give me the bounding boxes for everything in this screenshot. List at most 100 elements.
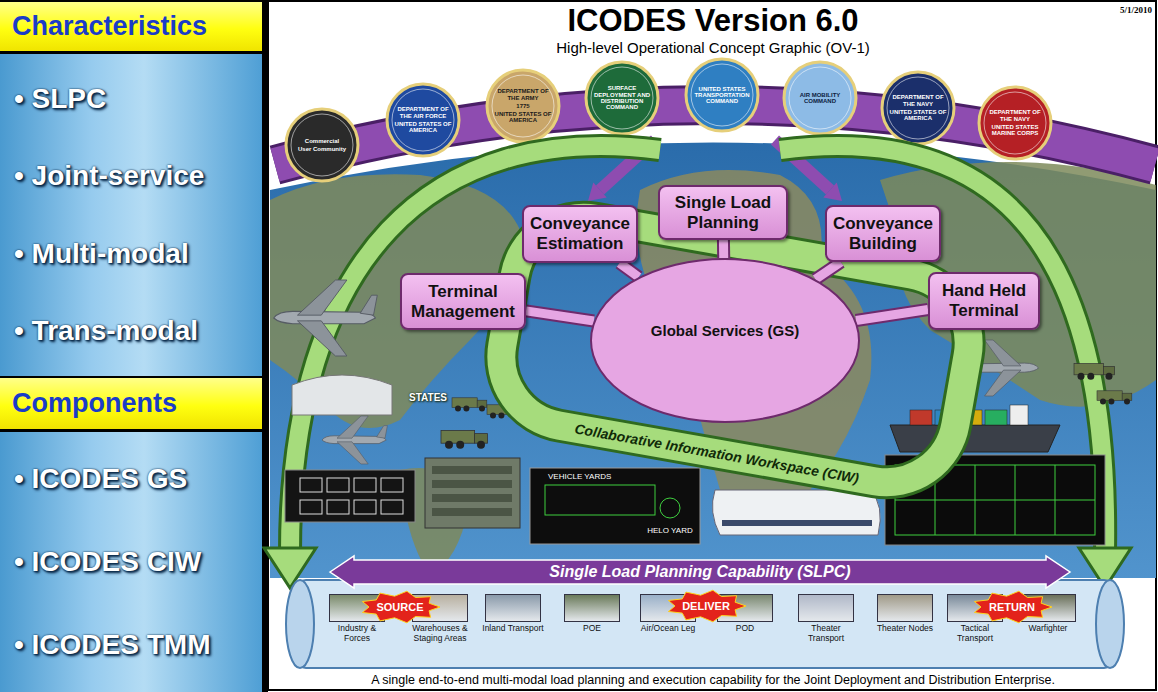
stage-node: POE	[559, 594, 625, 668]
stage-caption: Air/Ocean Leg	[641, 624, 695, 634]
module-label: Conveyance Estimation	[530, 214, 630, 253]
services-dome: Global Services (GS)	[590, 258, 860, 423]
map-label: VEHICLE YARDS	[548, 472, 638, 482]
star-burst: RETURN	[972, 591, 1052, 623]
stage-marker: RETURN	[972, 591, 1052, 623]
module-label: Conveyance Building	[833, 214, 933, 253]
section-header: Characteristics	[0, 0, 262, 54]
stage-caption: Warehouses & Staging Areas	[407, 624, 473, 643]
bullet-item: • ICODES GS	[14, 463, 254, 495]
section-header: Components	[0, 376, 262, 432]
star-burst: SOURCE	[360, 591, 440, 623]
seal-label: 1775	[494, 103, 552, 109]
stage-node: Theater Transport	[793, 594, 859, 668]
connector-bar	[856, 310, 928, 321]
stage-node: Inland Transport	[480, 594, 546, 668]
bullet-panel: • ICODES GS• ICODES CIW• ICODES TMM	[0, 432, 262, 692]
capability-arrow: Single Load Planning Capability (SLPC)	[330, 556, 1070, 588]
label-holder: VEHICLE YARDS	[548, 472, 638, 482]
seal-label: DEPARTMENT OF THE NAVY	[986, 109, 1044, 122]
connector-outline	[717, 240, 730, 258]
module-box: Conveyance Estimation	[522, 205, 638, 263]
stage-caption: POE	[583, 624, 601, 634]
module-box: Single Load Planning	[658, 185, 788, 240]
bullet-item: • Trans-modal	[14, 315, 254, 347]
caption-block: A single end-to-end multi-modal load pla…	[268, 671, 1158, 689]
seal-text: DEPARTMENT OF THE NAVY UNITED STATES OF A…	[889, 74, 947, 142]
connector-bar	[619, 263, 638, 277]
seal-label: UNITED STATES OF AMERICA	[394, 121, 452, 134]
connector-fill	[619, 263, 638, 277]
seal-label: DEPARTMENT OF THE ARMY	[494, 88, 552, 101]
header-label: Components	[12, 388, 177, 419]
module-box: Conveyance Building	[825, 205, 941, 262]
connector-outline	[619, 263, 638, 277]
stage-photo	[798, 594, 854, 622]
label-holder: 5/1/2010	[1070, 5, 1152, 16]
ring-band	[490, 207, 979, 494]
date-label: 5/1/2010	[1070, 5, 1152, 16]
stage-caption: POD	[736, 624, 754, 634]
stage-caption: Industry & Forces	[324, 624, 390, 643]
dome-shape	[590, 258, 860, 423]
ring-edge	[490, 207, 979, 494]
map-label: STATES	[400, 392, 456, 404]
stage-marker: DELIVER	[666, 590, 746, 622]
seal-label: UNITED STATES MARINE CORPS	[986, 124, 1044, 137]
stage-photo	[485, 594, 541, 622]
star-burst: DELIVER	[666, 590, 746, 622]
seal-label: Commercial	[293, 138, 351, 144]
stage-photo	[877, 594, 933, 622]
bullet-item: • ICODES TMM	[14, 629, 254, 661]
connector-bar	[723, 240, 724, 258]
connector-fill	[856, 310, 928, 321]
dome-ellipse	[591, 259, 859, 422]
seal-text: DEPARTMENT OF THE NAVY UNITED STATES MARI…	[986, 89, 1044, 157]
connector-fill	[526, 311, 594, 321]
ring-group	[490, 207, 979, 494]
label-holder: STATES	[400, 392, 456, 404]
seal-text: UNITED STATES TRANSPORTATION COMMAND	[693, 61, 751, 129]
seal-text: DEPARTMENT OF THE ARMY 1775UNITED STATES …	[494, 72, 552, 140]
stage-caption: Warfighter	[1029, 624, 1068, 634]
stage-caption: Theater Nodes	[877, 624, 933, 634]
module-label: Hand Held Terminal	[936, 281, 1032, 320]
module-box: Terminal Management	[400, 273, 526, 330]
title-block: ICODES Version 6.0	[268, 3, 1158, 39]
stage-caption: Inland Transport	[482, 624, 543, 634]
stage-caption: Tactical Transport	[942, 624, 1008, 643]
subtitle-label: High-level Operational Concept Graphic (…	[268, 39, 1158, 57]
seal-label: AIR MOBILITY COMMAND	[791, 92, 849, 105]
connector-fill	[719, 240, 728, 258]
header-label: Characteristics	[12, 11, 207, 42]
seal-text: DEPARTMENT OF THE AIR FORCE UNITED STATES…	[394, 86, 452, 154]
seal-text: CommercialUser Community	[293, 111, 351, 179]
ring-label: Collaborative Information Workspace (CIW…	[573, 418, 861, 490]
label-holder: High-level Operational Concept Graphic (…	[268, 39, 1158, 57]
stage-marker: SOURCE	[360, 591, 440, 623]
seal-label: DEPARTMENT OF THE NAVY	[889, 94, 947, 107]
bullet-panel: • SLPC • Joint-service • Multi-modal • Tran…	[0, 54, 262, 376]
map-label: HELO YARD	[642, 526, 698, 536]
diagram-title: ICODES Version 6.0	[268, 3, 1158, 39]
seal-label: DEPARTMENT OF THE AIR FORCE	[394, 106, 452, 119]
seal-label: UNITED STATES OF AMERICA	[494, 111, 552, 124]
connector-outline	[856, 310, 928, 321]
stage-caption: Theater Transport	[793, 624, 859, 643]
seal-label: UNITED STATES TRANSPORTATION COMMAND	[693, 86, 751, 105]
stage-node: Theater Nodes	[872, 594, 938, 668]
stage-photo	[564, 594, 620, 622]
label-holder: HELO YARD	[642, 526, 698, 536]
seal-label: SURFACE DEPLOYMENT AND DISTRIBUTION COMM…	[593, 85, 651, 110]
capability-label: Single Load Planning Capability (SLPC)	[549, 563, 850, 581]
double-arrow-body	[330, 556, 1070, 588]
module-label: Single Load Planning	[666, 193, 780, 232]
seal-text: SURFACE DEPLOYMENT AND DISTRIBUTION COMM…	[593, 64, 651, 132]
bullet-item: • Joint-service	[14, 160, 254, 192]
bullet-item: • SLPC	[14, 83, 254, 115]
bullet-item: • Multi-modal	[14, 238, 254, 270]
connector-outline	[526, 311, 594, 321]
seal-label: UNITED STATES OF AMERICA	[889, 109, 947, 122]
diagram-caption: A single end-to-end multi-modal load pla…	[268, 671, 1158, 689]
